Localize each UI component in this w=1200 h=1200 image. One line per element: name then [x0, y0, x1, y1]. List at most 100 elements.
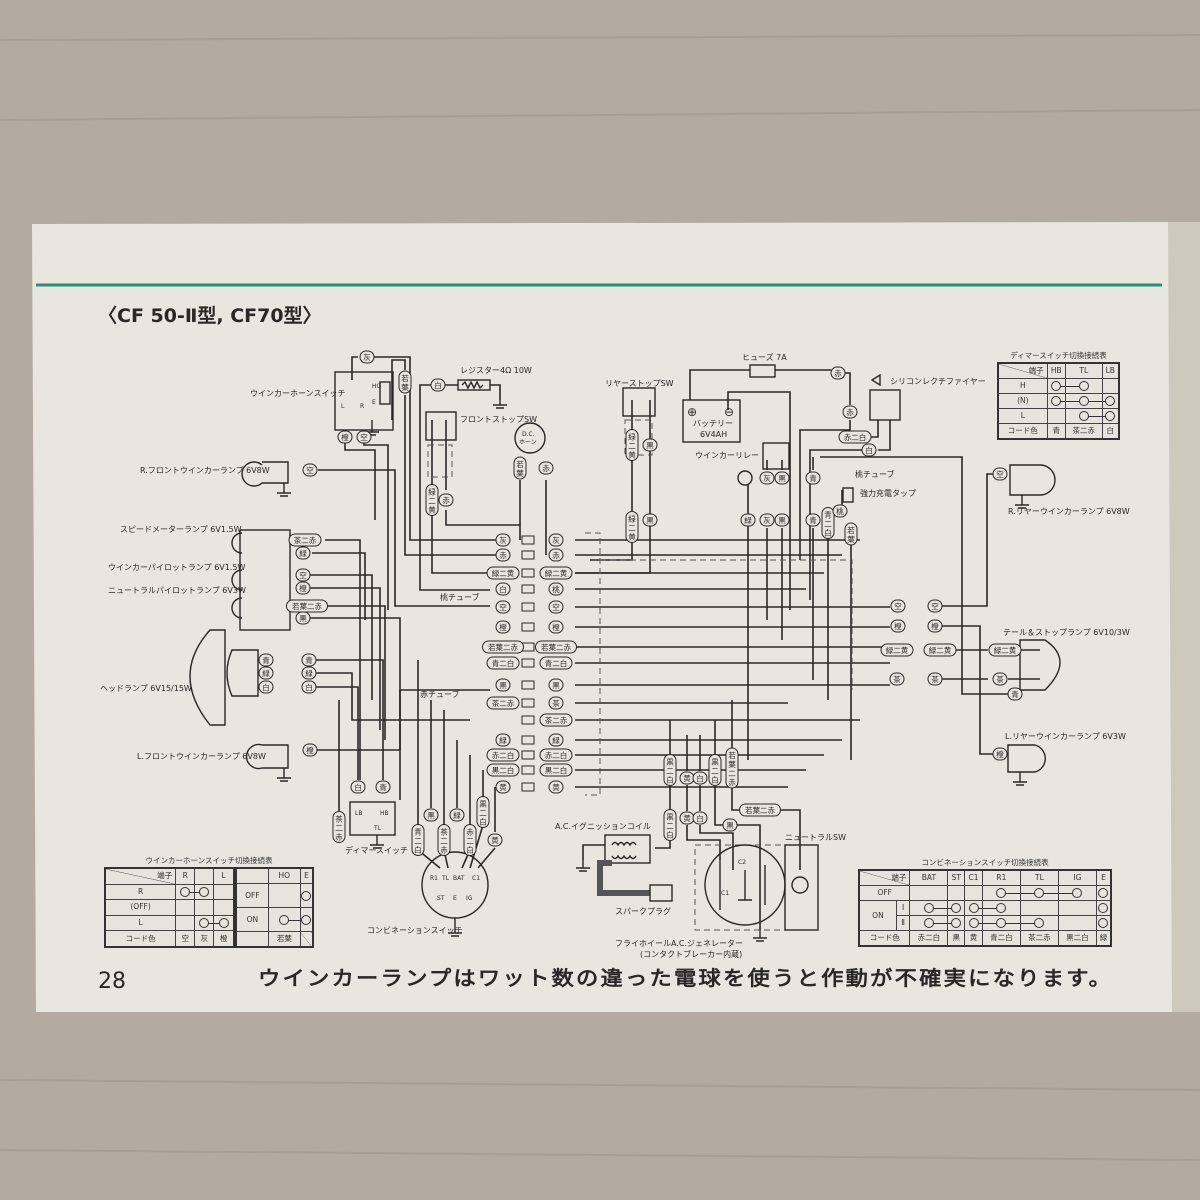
- svg-text:空: 空: [299, 570, 307, 580]
- row-subheader: Ⅱ: [895, 915, 911, 931]
- svg-text:茶二赤: 茶二赤: [492, 698, 515, 708]
- svg-text:茶: 茶: [996, 674, 1004, 684]
- code-color: 灰: [194, 930, 215, 948]
- svg-text:緑二黄: 緑二黄: [492, 568, 515, 578]
- rear-stop-switch: [622, 387, 656, 417]
- connection-cell: [1046, 408, 1066, 424]
- svg-text:黒: 黒: [666, 813, 674, 822]
- label-pink-tube: 桃チューブ: [440, 592, 480, 602]
- label-spark-plug: スパークプラグ: [615, 906, 671, 916]
- wire-badge: 若葉二赤: [482, 640, 524, 654]
- dc-horn: [514, 422, 546, 454]
- wire-coupler: [521, 584, 535, 594]
- svg-text:葉: 葉: [728, 759, 736, 769]
- row-header: L: [997, 408, 1048, 424]
- wire-badge: 青: [1007, 687, 1023, 701]
- code-color: 空: [175, 930, 196, 948]
- column-header: E: [1095, 869, 1112, 886]
- column-header: R1: [981, 869, 1021, 886]
- terminal-dot: [199, 886, 210, 897]
- wire-badge: 茶: [889, 672, 905, 686]
- label-l-rear-winker: L.リヤーウインカーランプ 6V3W: [1005, 732, 1126, 741]
- svg-text:茶: 茶: [931, 674, 939, 684]
- label-rear-stop-sw: リヤーストップSW: [605, 379, 674, 388]
- connection-cell: [909, 915, 949, 931]
- wire-badge: 緑: [548, 733, 564, 747]
- wire-badge: 白: [495, 582, 511, 596]
- wire-badge: 緑二黄: [923, 643, 957, 657]
- connection-cell: [1046, 393, 1066, 409]
- svg-text:緑: 緑: [744, 515, 752, 525]
- svg-text:灰: 灰: [499, 535, 507, 545]
- wire-badge: 黄: [679, 811, 695, 825]
- table-corner-header: 端子: [104, 867, 177, 885]
- label-winker-horn-switch: ウインカーホーンスイッチ: [250, 389, 345, 398]
- code-color: 若葉: [267, 931, 301, 948]
- wire-badge: 白: [301, 680, 317, 694]
- wire-badge: 橙: [337, 430, 353, 444]
- wire-badge: 空: [356, 430, 372, 444]
- svg-text:緑: 緑: [262, 668, 270, 678]
- table-corner-header: 端子: [997, 362, 1048, 379]
- code-color-blank: [299, 931, 314, 948]
- svg-text:茶二赤: 茶二赤: [294, 535, 317, 545]
- wire-badge: 黒二白: [663, 754, 677, 786]
- wire-badge: 赤: [538, 461, 554, 475]
- label-r-front-winker: R.フロントウインカーランプ 6V8W: [140, 466, 270, 475]
- terminal-dot: [1051, 381, 1062, 391]
- wire-badge: 白: [258, 680, 274, 694]
- svg-text:白: 白: [305, 682, 313, 692]
- svg-text:黒: 黒: [646, 516, 654, 525]
- label-l-front-winker: L.フロントウインカーランプ 6V8W: [137, 752, 266, 761]
- row-header: (OFF): [104, 899, 177, 916]
- terminal-ig: IG: [466, 895, 473, 902]
- l-front-winker-lamp: [245, 743, 289, 770]
- svg-text:黄: 黄: [683, 813, 691, 823]
- terminal-c2: C2: [738, 859, 746, 866]
- wire-badge: 黒: [495, 678, 511, 692]
- svg-text:白: 白: [666, 775, 674, 785]
- wire-badge: 橙: [890, 619, 906, 633]
- svg-text:二: 二: [428, 497, 436, 506]
- r-rear-winker-lamp: [1009, 464, 1056, 496]
- wire-badge: 茶二赤: [539, 713, 573, 727]
- wire-badge: 緑二黄: [625, 511, 639, 543]
- terminal-dot: [1098, 888, 1109, 898]
- wire-badge: 赤二白: [539, 748, 573, 762]
- wire-badge: 桃: [548, 582, 564, 596]
- wire-badge: 灰: [548, 533, 564, 547]
- wire-coupler: [521, 602, 535, 612]
- winker-horn-switch: [334, 371, 394, 431]
- row-header: (N): [997, 393, 1048, 409]
- svg-text:桃: 桃: [552, 584, 560, 594]
- label-battery-1: バッテリー: [693, 419, 733, 428]
- column-header: [235, 867, 269, 884]
- terminal-dot: [923, 918, 934, 928]
- wire-badge: 緑二黄: [880, 643, 914, 657]
- neutral-switch: [791, 876, 809, 894]
- diode-icon: [870, 373, 881, 387]
- wire-badge: 緑: [449, 808, 465, 822]
- terminal-bat: BAT: [453, 875, 465, 882]
- wire-coupler: [521, 550, 535, 560]
- connection-cell: [964, 885, 983, 901]
- column-header: ST: [947, 869, 966, 886]
- wire-badge: 空: [495, 600, 511, 614]
- wire-badge: 若葉二赤: [739, 803, 781, 817]
- wire-badge: 青二白: [411, 824, 425, 856]
- terminal-dot: [1034, 888, 1045, 898]
- wire-badge: 黄: [679, 771, 695, 785]
- terminal-l: L: [341, 403, 345, 410]
- svg-text:若: 若: [847, 525, 855, 535]
- terminal-dot: [951, 903, 962, 913]
- code-color: 緑: [1095, 930, 1112, 947]
- svg-text:赤: 赤: [499, 551, 507, 560]
- connection-cell: [267, 883, 301, 908]
- wire-badge: 黒二白: [663, 809, 677, 841]
- terminal-dot: [968, 918, 979, 928]
- wire-badge: 白: [861, 443, 877, 457]
- connection-cell: [267, 907, 301, 932]
- wire-badge: 空: [992, 467, 1008, 481]
- svg-text:黒: 黒: [666, 758, 674, 767]
- ground-ring-terminal: [737, 470, 753, 486]
